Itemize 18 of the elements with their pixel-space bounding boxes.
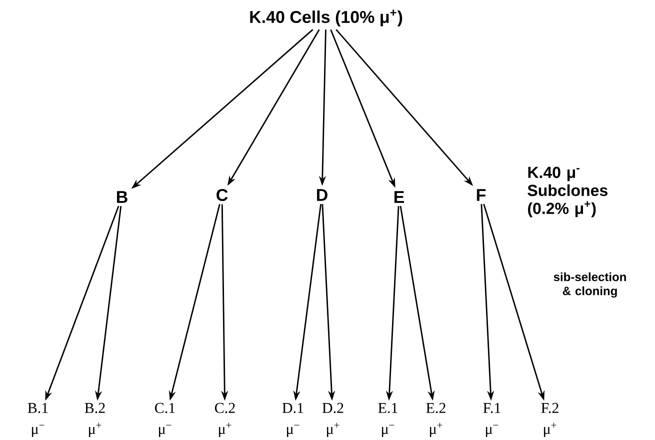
subclone-caption: K.40 μ$^{-}$ Subclones (0.2% μ$^{+}$) — [528, 166, 608, 218]
heading-text: K.40 Cells (10% μ$^{+}$) — [250, 10, 402, 26]
clone-label: C.1 μ$^{−}$ — [155, 402, 175, 438]
clone-label: C.2 μ$^{+}$ — [215, 402, 235, 438]
subclone-letter: B — [117, 191, 128, 203]
subclone-letter: D — [317, 189, 328, 201]
clone-label: B.1 μ$^{−}$ — [28, 402, 48, 438]
step-note: sib-selection & cloning — [554, 272, 626, 298]
clone-label: B.2 μ$^{+}$ — [84, 402, 105, 438]
clone-label: D.2 μ$^{+}$ — [322, 402, 344, 438]
clone-label: E.1 μ$^{−}$ — [378, 402, 398, 438]
clone-label: F.1 μ$^{−}$ — [483, 402, 500, 438]
subclone-letter: C — [216, 188, 228, 202]
subclone-letter: E — [394, 191, 404, 203]
clone-label: E.2 μ$^{+}$ — [426, 402, 446, 438]
clone-label: F.2 μ$^{+}$ — [541, 402, 558, 438]
subclone-letter: F — [476, 189, 486, 201]
clone-label: D.1 μ$^{−}$ — [282, 402, 304, 438]
